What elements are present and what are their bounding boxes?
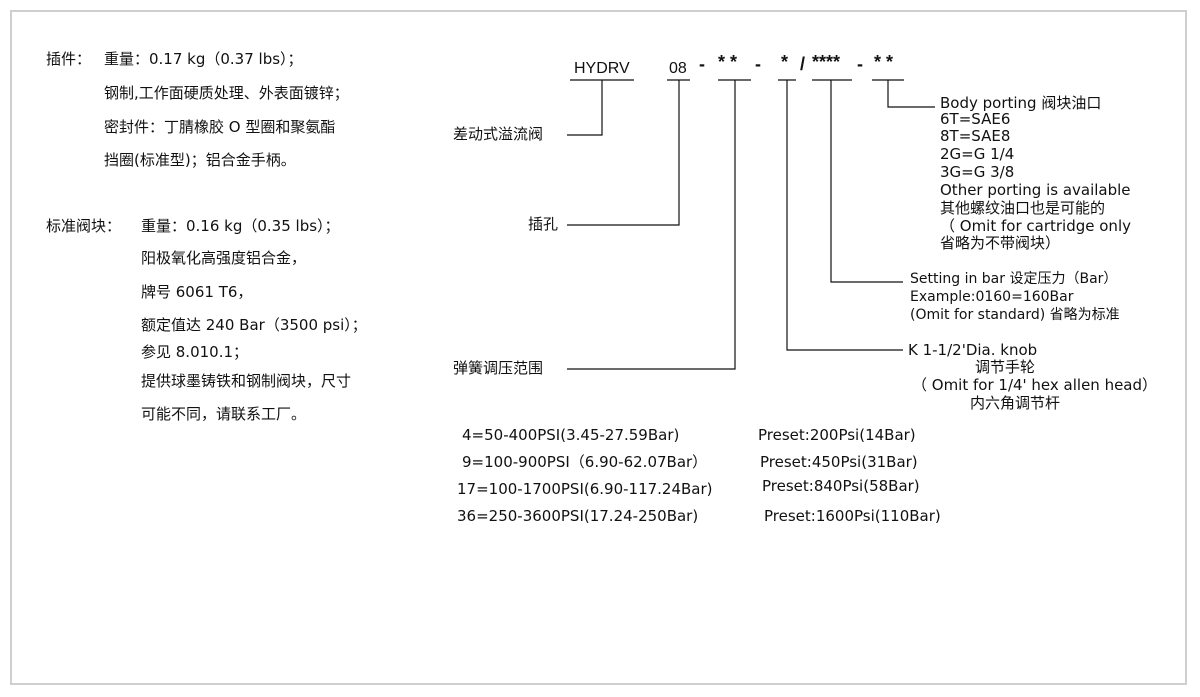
- block-weight: 重量：0.16 kg（0.35 lbs）；: [141, 217, 340, 235]
- block-grade: 牌号 6061 T6，: [141, 283, 253, 301]
- spring-preset-1: Preset:200Psi(14Bar): [758, 426, 916, 444]
- label-differential-valve: 差动式溢流阀: [453, 125, 544, 143]
- knob-title: K 1-1/2'Dia. knob: [908, 341, 1038, 359]
- port-omit-cn: 省略为不带阀块）: [940, 234, 1061, 252]
- knob-cn: 调节手轮: [974, 358, 1035, 376]
- code-knob-star: *: [781, 52, 789, 72]
- knob-omit: （ Omit for 1/4' hex allen head）: [912, 376, 1158, 394]
- port-option-3g: 3G=G 3/8: [940, 163, 1015, 181]
- block-contact: 可能不同，请联系工厂。: [141, 405, 307, 423]
- block-rating: 额定值达 240 Bar（3500 psi）；: [141, 316, 367, 334]
- spring-preset-2: Preset:450Psi(31Bar): [760, 453, 918, 471]
- block-reference: 参见 8.010.1；: [141, 343, 249, 361]
- knob-hex-cn: 内六角调节杆: [969, 394, 1060, 412]
- insert-material: 钢制,工作面硬质处理、外表面镀锌；: [104, 84, 349, 102]
- port-option-6t: 6T=SAE6: [940, 110, 1011, 128]
- spring-preset-4: Preset:1600Psi(110Bar): [764, 507, 941, 525]
- label-cavity: 插孔: [528, 215, 559, 233]
- spring-range-2: 9=100-900PSI（6.90-62.07Bar）: [462, 453, 708, 471]
- port-option-2g: 2G=G 1/4: [940, 145, 1015, 163]
- insert-weight: 重量：0.17 kg（0.37 lbs）；: [104, 50, 303, 68]
- spring-range-3: 17=100-1700PSI(6.90-117.24Bar): [457, 480, 713, 498]
- leader-setting: [830, 80, 903, 283]
- block-material: 阳极氧化高强度铝合金，: [141, 249, 307, 267]
- leader-cavity: [567, 80, 680, 226]
- block-options: 提供球墨铸铁和钢制阀块，尺寸: [141, 372, 352, 390]
- port-title: Body porting 阀块油口: [940, 94, 1102, 112]
- insert-label: 插件：: [46, 50, 92, 68]
- code-dash-1: -: [699, 54, 705, 74]
- insert-handle: 挡圈(标准型)；铝合金手柄。: [104, 151, 296, 169]
- code-slash: /: [800, 54, 806, 74]
- spring-range-4: 36=250-3600PSI(17.24-250Bar): [457, 507, 699, 525]
- block-label: 标准阀块：: [46, 217, 122, 235]
- port-option-8t: 8T=SAE8: [940, 127, 1011, 145]
- leader-spring: [567, 80, 736, 370]
- port-omit-en: （ Omit for cartridge only: [940, 217, 1131, 235]
- code-hydrv: HYDRV: [574, 60, 630, 77]
- setting-example: Example:0160=160Bar: [910, 289, 1074, 305]
- document-frame: [10, 10, 1187, 685]
- leader-knob: [786, 80, 903, 351]
- setting-omit: (Omit for standard) 省略为标准: [910, 307, 1120, 323]
- spring-preset-3: Preset:840Psi(58Bar): [762, 477, 920, 495]
- port-other-cn: 其他螺纹油口也是可能的: [940, 199, 1106, 217]
- port-other-en: Other porting is available: [940, 181, 1131, 199]
- code-port-stars: * *: [874, 52, 894, 72]
- code-dash-2: -: [755, 54, 761, 74]
- insert-seals: 密封件：丁腈橡胶 O 型圈和聚氨酯: [104, 118, 336, 136]
- code-size: 08: [669, 60, 687, 77]
- setting-title: Setting in bar 设定压力（Bar）: [910, 271, 1118, 287]
- label-spring-range: 弹簧调压范围: [453, 359, 544, 377]
- code-spring-stars: * *: [718, 52, 738, 72]
- code-setting-stars: ****: [812, 52, 841, 72]
- leader-port: [887, 80, 935, 108]
- code-dash-3: -: [857, 54, 863, 74]
- spring-range-1: 4=50-400PSI(3.45-27.59Bar): [462, 426, 680, 444]
- leader-diff-valve: [567, 80, 603, 136]
